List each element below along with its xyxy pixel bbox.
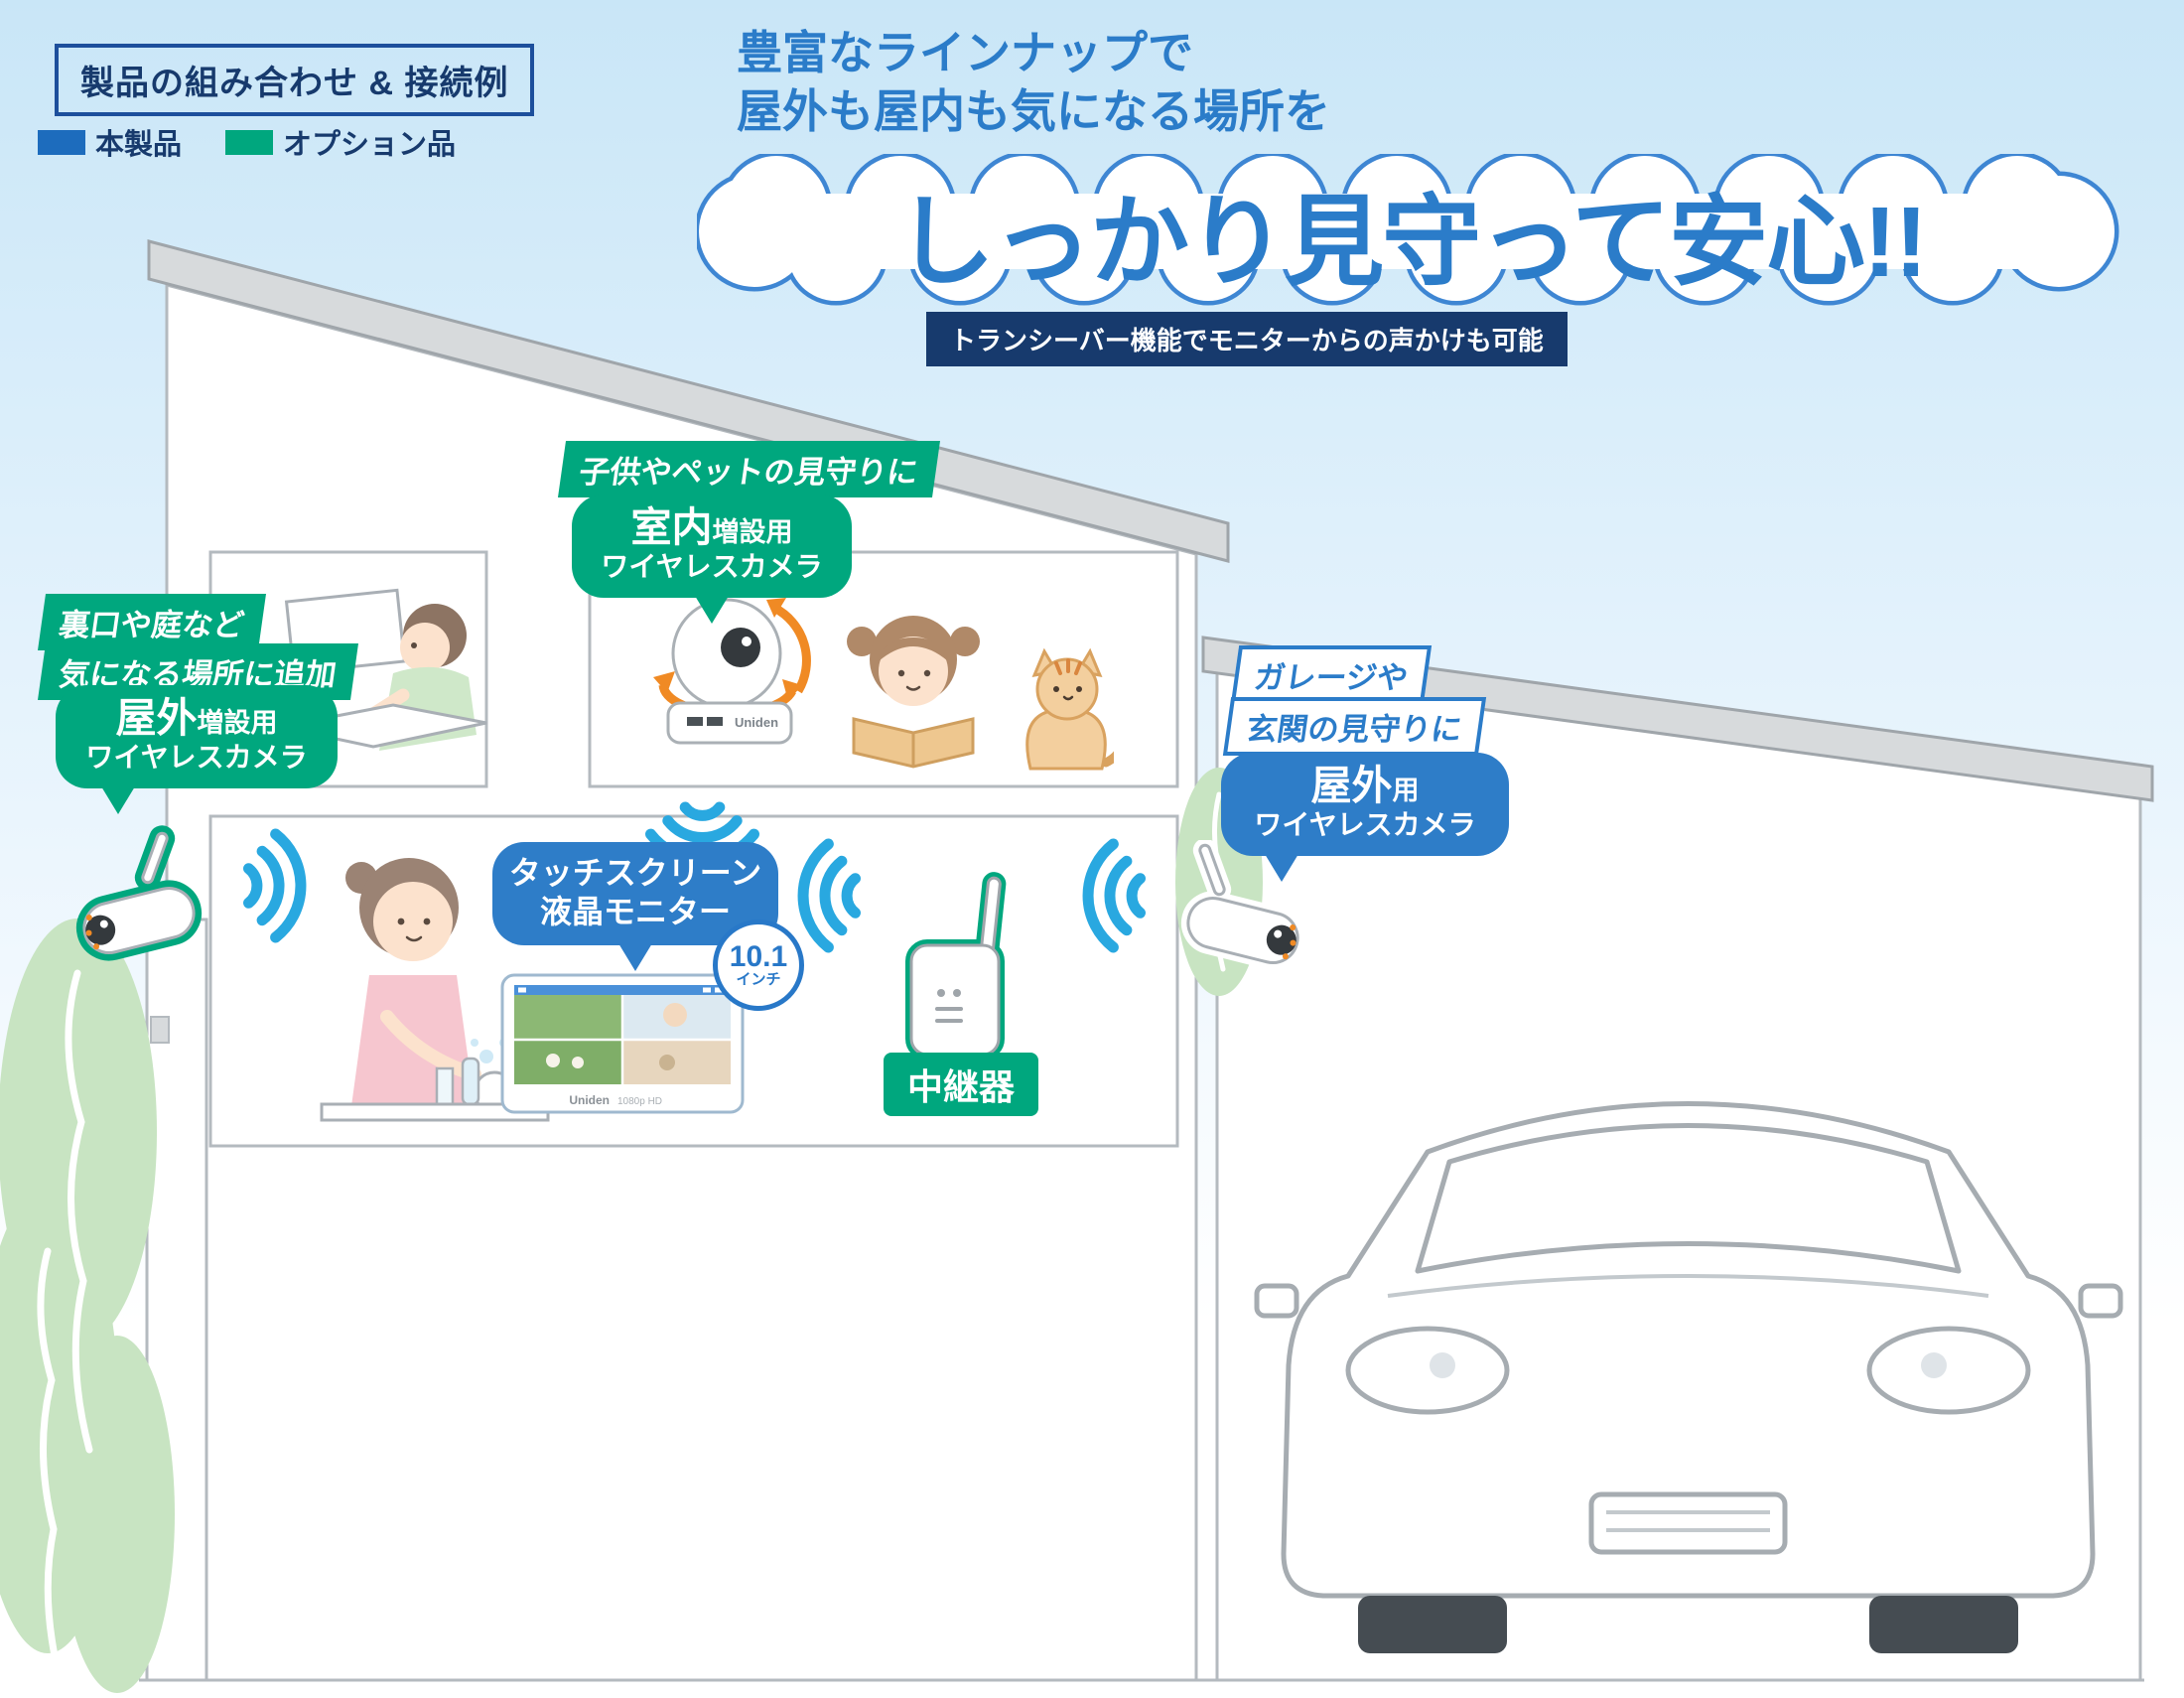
repeater-label: 中継器: [884, 1053, 1039, 1116]
tree-illustrations: [0, 768, 1263, 1693]
indoor-camera-illustration: Uniden: [653, 598, 811, 745]
wifi-signal-icon: [243, 828, 307, 943]
garage-camera-name: 屋外: [1310, 763, 1393, 808]
legend-swatch-green: [225, 129, 274, 155]
indoor-camera-name2: ワイヤレスカメラ: [601, 551, 823, 583]
tagline-line2: 屋外も屋内も気になる場所を: [737, 84, 1330, 137]
monitor-brand-label: Uniden: [569, 1093, 610, 1107]
outdoor-addon-camera-illustration: [75, 825, 203, 961]
legend-item-option: オプション品: [225, 121, 456, 163]
bubble-tail: [101, 786, 135, 815]
legend-label-product: 本製品: [95, 129, 183, 161]
garage-camera-heading-line2: 玄関の見守りに: [1222, 697, 1487, 756]
monitor-spec-label: 1080p HD: [617, 1096, 662, 1107]
garage-camera-bubble: 屋外用 ワイヤレスカメラ: [1221, 753, 1509, 883]
bubble-tail: [695, 596, 729, 625]
page-title: 製品の組み合わせ & 接続例: [55, 44, 535, 116]
wifi-signal-icon: [1082, 838, 1146, 953]
backyard-camera-suffix: 増設用: [197, 708, 278, 738]
monitor-name-line2: 液晶モニター: [539, 894, 731, 930]
camera-brand-label: Uniden: [735, 715, 778, 730]
cat-illustration: [1025, 647, 1114, 771]
wall-vent: [150, 1016, 170, 1044]
legend-item-product: 本製品: [38, 121, 182, 163]
sub-banner: トランシーバー機能でモニターからの声かけも可能: [926, 312, 1568, 366]
bubble-tail: [1265, 854, 1298, 883]
cloud-shape: [697, 154, 2119, 306]
tagline: 豊富なラインナップで 屋外も屋内も気になる場所を: [737, 24, 1330, 141]
car-illustration: [1254, 1101, 2123, 1653]
backyard-camera-bubble: 屋外増設用 ワイヤレスカメラ: [56, 685, 338, 815]
garage-camera-suffix: 用: [1392, 776, 1420, 805]
house-roofs: [147, 239, 2154, 802]
backyard-camera-name2: ワイヤレスカメラ: [85, 742, 308, 774]
tagline-line1: 豊富なラインナップで: [737, 27, 1193, 78]
monitor-name-line1: タッチスクリーン: [508, 855, 762, 891]
legend-label-option: オプション品: [283, 129, 457, 161]
legend: 本製品 オプション品: [38, 121, 456, 163]
monitor-device-illustration: Uniden 1080p HD: [500, 973, 745, 1114]
monitor-size-unit: インチ: [736, 970, 781, 988]
girl-reading-illustration: [847, 616, 980, 769]
main-copy: しっかり見守って安心!!: [895, 186, 1928, 298]
repeater-device-illustration: [905, 872, 1007, 1061]
backyard-camera-name: 屋外: [115, 695, 198, 741]
indoor-camera-bubble: 室内増設用 ワイヤレスカメラ: [572, 495, 852, 625]
bubble-tail: [618, 943, 652, 972]
main-copy-cloud: しっかり見守って安心!!: [697, 154, 2124, 311]
indoor-camera-heading: 子供やペットの見守りに: [557, 441, 941, 497]
garage-camera-name2: ワイヤレスカメラ: [1254, 809, 1476, 841]
backyard-camera-heading-line1: 裏口や庭など: [37, 594, 267, 650]
legend-swatch-blue: [38, 129, 85, 155]
wifi-signal-icon: [797, 838, 861, 953]
monitor-size-value: 10.1: [729, 939, 788, 973]
garage-camera-heading-line1: ガレージや: [1230, 645, 1433, 704]
kitchen-woman-illustration: [320, 858, 550, 1122]
indoor-camera-name: 室内: [630, 504, 713, 550]
monitor-size-badge: 10.1 インチ: [713, 920, 804, 1011]
outdoor-camera-illustration: [1180, 840, 1305, 970]
indoor-camera-suffix: 増設用: [712, 517, 793, 547]
